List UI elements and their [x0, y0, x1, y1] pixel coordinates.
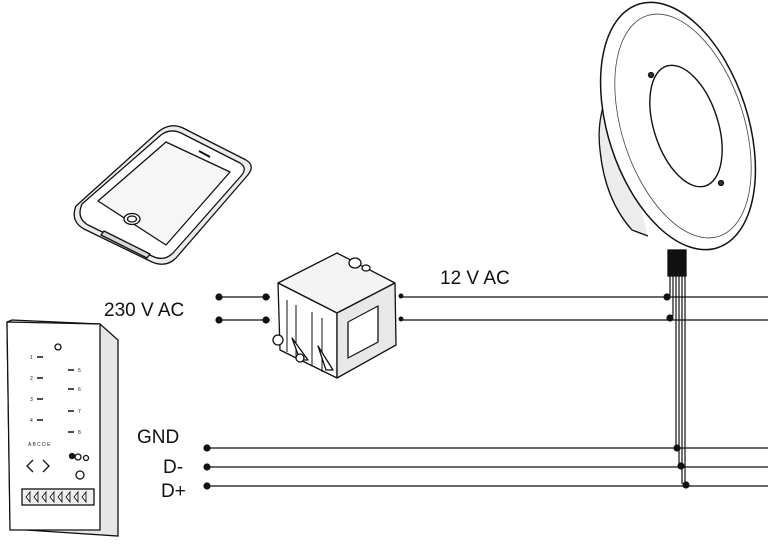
- control-panel-icon: [6, 319, 119, 537]
- motion-sensor-icon: [598, 1, 757, 277]
- panel-number-2: 2: [30, 376, 33, 382]
- panel-letters: A B C D E: [28, 442, 51, 448]
- panel-number-3: 3: [30, 397, 33, 403]
- connection-dots: [203, 293, 690, 490]
- label-d-plus: D+: [161, 481, 186, 502]
- panel-number-7: 7: [78, 409, 81, 415]
- label-12v-ac: 12 V AC: [440, 268, 510, 289]
- panel-number-6: 6: [78, 387, 81, 393]
- sensor-cable: [669, 276, 686, 484]
- panel-number-8: 8: [78, 430, 81, 436]
- label-d-minus: D-: [163, 457, 183, 478]
- label-gnd: GND: [137, 427, 179, 448]
- panel-number-1: 1: [30, 355, 33, 361]
- transformer-icon: [272, 252, 404, 379]
- panel-number-4: 4: [30, 418, 33, 424]
- smartphone-icon: [73, 125, 252, 265]
- control-panel-labels: 1 2 3 4 5 6 7 8 A B C D E: [28, 355, 81, 448]
- panel-number-5: 5: [78, 368, 81, 374]
- label-230v-ac: 230 V AC: [104, 300, 184, 321]
